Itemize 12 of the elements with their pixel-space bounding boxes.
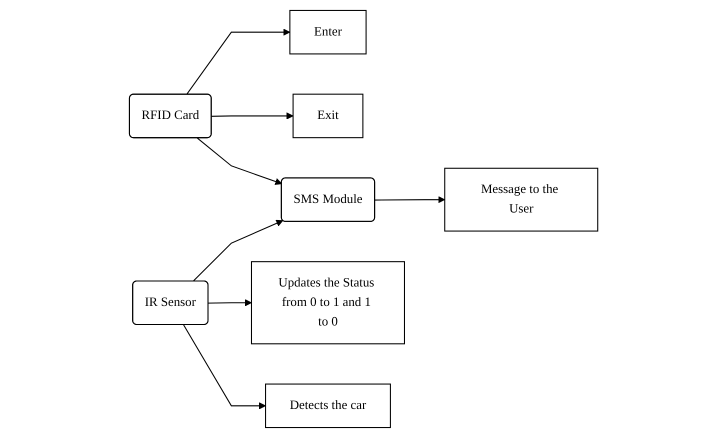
arrow — [375, 196, 446, 203]
node-box: Detects the car — [265, 383, 392, 428]
node-box: Updates the Status from 0 to 1 and 1 to 0 — [251, 260, 406, 344]
arrow — [208, 298, 252, 306]
arrow — [212, 112, 294, 119]
arrow — [184, 324, 266, 409]
arrow — [186, 28, 291, 94]
arrow — [193, 219, 284, 282]
node-box: Enter — [290, 9, 368, 54]
node-box: Exit — [292, 93, 364, 138]
node-box: Message to the User — [444, 167, 599, 232]
arrow — [197, 137, 282, 184]
